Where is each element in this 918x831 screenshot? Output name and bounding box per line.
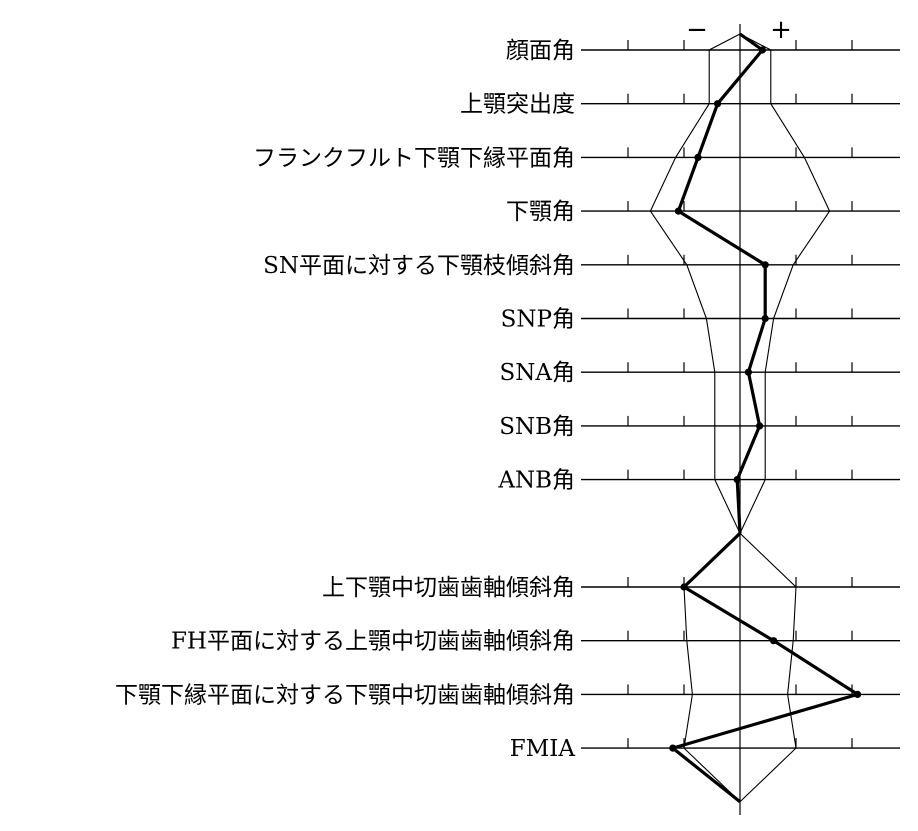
row-label: 上顎突出度 [460, 92, 575, 118]
row-label: FMIA [510, 736, 576, 762]
profile-point [714, 100, 722, 108]
row-label: SN平面に対する下顎枝傾斜角 [263, 253, 575, 279]
row-label: 顔面角 [506, 38, 575, 64]
profile-line-skeletal [676, 48, 767, 534]
row-label: 下顎角 [506, 199, 575, 225]
profile-point [758, 46, 767, 54]
row-label: SNP角 [501, 307, 575, 333]
profile-point [733, 476, 741, 484]
profile-point [761, 314, 769, 323]
profile-point [669, 744, 677, 752]
row-axis: SNP角 [501, 307, 900, 333]
profile-point [674, 207, 683, 215]
sign-labels: − + [686, 15, 792, 45]
row-axis: ANB角 [497, 468, 900, 494]
row-label: 下顎下縁平面に対する下顎中切歯歯軸傾斜角 [115, 682, 575, 708]
row-label: FH平面に対する上顎中切歯歯軸傾斜角 [171, 629, 575, 655]
row-label: 上下顎中切歯歯軸傾斜角 [322, 575, 575, 601]
profile-point [756, 422, 764, 430]
row-axis: 下顎下縁平面に対する下顎中切歯歯軸傾斜角 [115, 682, 900, 708]
row-axis: SNB角 [499, 414, 900, 440]
profile-line-start [739, 32, 764, 52]
row-axis: SN平面に対する下顎枝傾斜角 [263, 253, 900, 279]
row-axis: SNA角 [500, 360, 900, 386]
profile-point [770, 637, 778, 645]
profile-point [744, 368, 753, 376]
row-axis: 下顎角 [506, 199, 900, 225]
plus-sign-label: + [770, 15, 792, 45]
profile-line-dental [671, 532, 860, 804]
profile-point [854, 690, 862, 699]
profile-point [680, 583, 688, 591]
row-axis: 上顎突出度 [460, 92, 900, 118]
row-label: SNB角 [499, 414, 575, 440]
profile-point [694, 153, 702, 161]
row-axis: FH平面に対する上顎中切歯歯軸傾斜角 [171, 629, 900, 655]
row-label: ANB角 [497, 468, 575, 494]
row-axis: フランクフルト下顎下縁平面角 [253, 145, 900, 171]
profile-point [761, 261, 769, 269]
patient-profile [669, 32, 862, 804]
row-axis: FMIA [510, 736, 900, 762]
minus-sign-label: − [686, 15, 708, 45]
row-label: フランクフルト下顎下縁平面角 [253, 145, 575, 171]
row-axis: 上下顎中切歯歯軸傾斜角 [322, 575, 900, 601]
row-label: SNA角 [500, 360, 576, 386]
